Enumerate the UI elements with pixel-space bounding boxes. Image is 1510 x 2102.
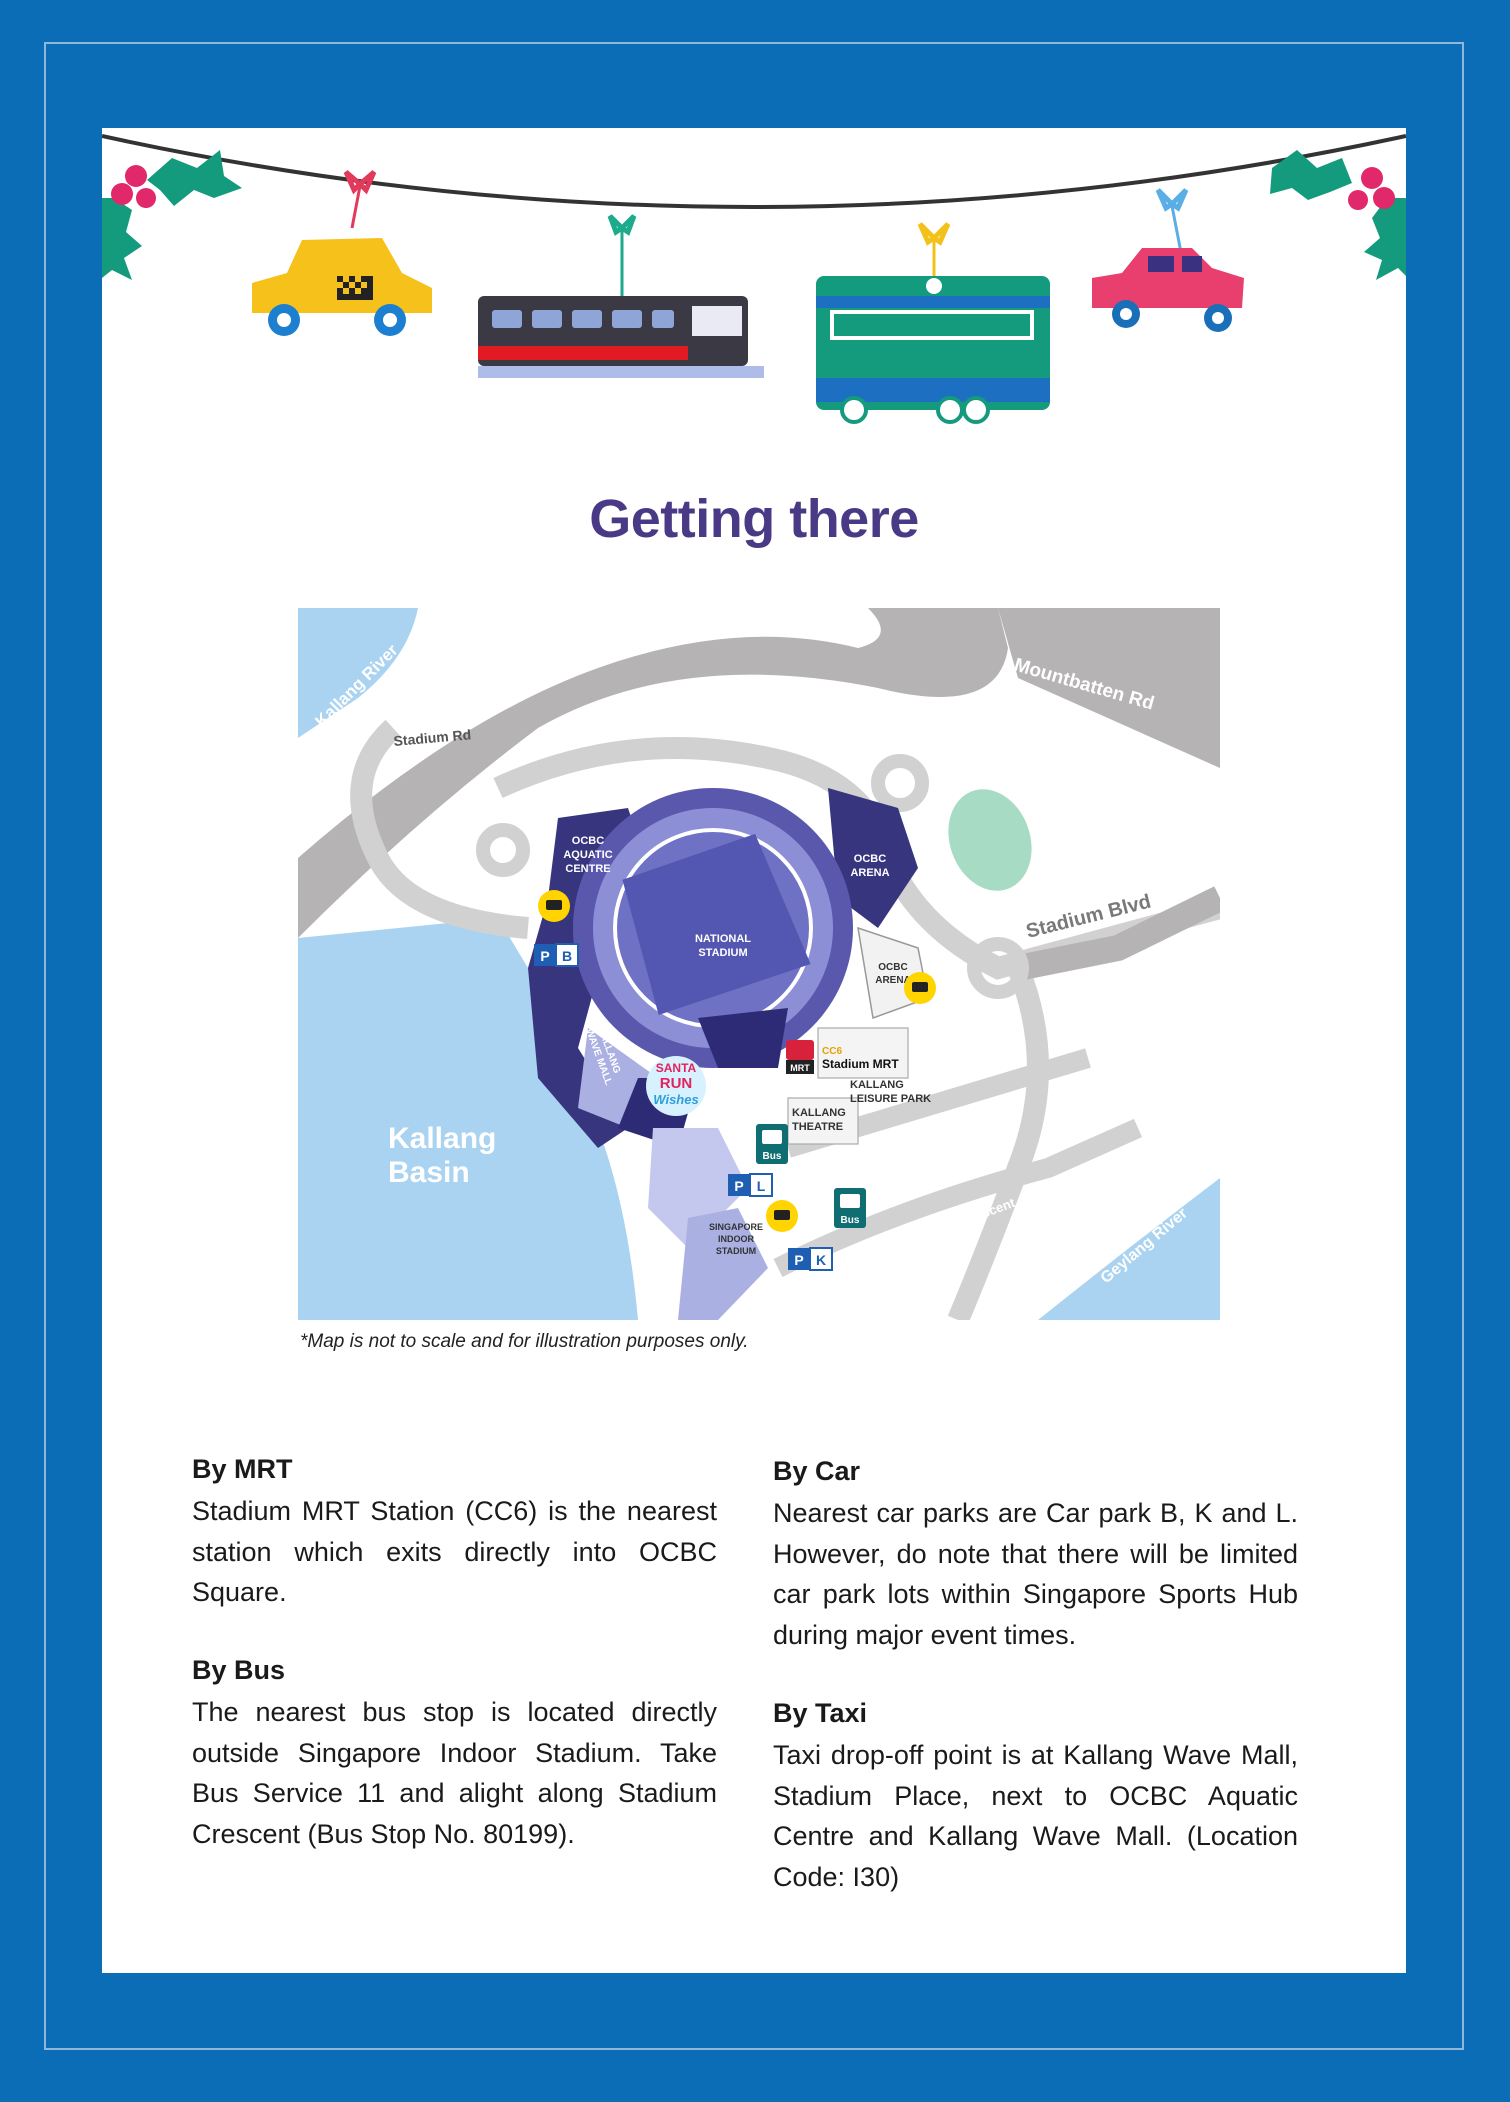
svg-text:B: B	[562, 948, 572, 964]
section-by-taxi: By Taxi Taxi drop-off point is at Kallan…	[773, 1695, 1298, 1897]
svg-text:P: P	[540, 948, 549, 964]
section-heading: By MRT	[192, 1454, 293, 1484]
bus-stop-icon: Bus	[834, 1188, 866, 1228]
section-body: Stadium MRT Station (CC6) is the nearest…	[192, 1496, 717, 1607]
section-by-car: By Car Nearest car parks are Car park B,…	[773, 1453, 1298, 1655]
label-indoor-3: STADIUM	[716, 1246, 756, 1256]
outer-frame-line	[44, 42, 1464, 2050]
label-run: RUN	[660, 1075, 693, 1092]
santa-run-badge: SANTA RUN Wishes	[646, 1056, 706, 1116]
venue-map: Kallang River Stadium Rd Nicoll Highway …	[298, 608, 1220, 1320]
section-heading: By Taxi	[773, 1698, 868, 1728]
label-leisure-1: KALLANG	[850, 1079, 904, 1091]
label-aquatic-2: AQUATIC	[563, 849, 612, 861]
holly-left-icon	[102, 150, 242, 280]
train-ornament-icon	[478, 214, 764, 378]
page-title: Getting there	[589, 489, 919, 549]
label-basin: Basin	[388, 1156, 470, 1189]
holly-right-icon	[1270, 150, 1406, 280]
content-card: Getting there	[102, 128, 1406, 1973]
label-theatre-2: THEATRE	[792, 1121, 843, 1133]
label-arena-1: OCBC	[854, 853, 886, 865]
svg-text:P: P	[794, 1252, 803, 1268]
svg-text:P: P	[734, 1178, 743, 1194]
bus-stop-icon: Bus	[756, 1124, 788, 1164]
mrt-icon	[786, 1040, 814, 1060]
section-by-mrt: By MRT Stadium MRT Station (CC6) is the …	[192, 1451, 717, 1613]
section-by-bus: By Bus The nearest bus stop is located d…	[192, 1652, 717, 1854]
label-leisure-2: LEISURE PARK	[850, 1093, 931, 1105]
label-wishes: Wishes	[653, 1092, 698, 1107]
taxi-ornament-icon	[252, 170, 432, 336]
taxi-stand-icon	[538, 890, 570, 922]
section-body: The nearest bus stop is located directly…	[192, 1697, 717, 1849]
kallang-river-water	[298, 608, 418, 738]
map-disclaimer: *Map is not to scale and for illustratio…	[300, 1331, 749, 1352]
taxi-stand-icon	[766, 1200, 798, 1232]
section-heading: By Bus	[192, 1655, 286, 1685]
mountbatten-road	[998, 608, 1220, 768]
label-indoor-1: SINGAPORE	[709, 1222, 763, 1232]
svg-text:Bus: Bus	[841, 1215, 860, 1226]
label-stadium-mrt: Stadium MRT	[822, 1057, 899, 1071]
label-cc6: CC6	[822, 1046, 842, 1057]
label-nicoll: Nicoll	[707, 706, 763, 731]
label-national-1: NATIONAL	[695, 933, 751, 945]
label-arena-small-2: ARENA	[875, 975, 911, 986]
label-indoor-2: INDOOR	[718, 1234, 755, 1244]
svg-text:L: L	[757, 1178, 766, 1194]
label-santa: SANTA	[656, 1061, 697, 1075]
label-theatre-1: KALLANG	[792, 1107, 846, 1119]
carpark-l-icon: P L	[728, 1173, 773, 1197]
label-mrt: MRT	[790, 1063, 810, 1073]
label-aquatic-3: CENTRE	[565, 863, 610, 875]
carpark-k-icon: P K	[788, 1247, 833, 1271]
indoor-stadium-building	[648, 1128, 748, 1248]
label-arena-small-1: OCBC	[878, 962, 907, 973]
taxi-stand-icon	[904, 972, 936, 1004]
green-field	[948, 789, 1032, 891]
car-ornament-icon	[1092, 188, 1244, 332]
ocbc-arena-building	[828, 788, 918, 928]
label-stadium-drive-top: Stadium Drive	[638, 775, 719, 789]
carpark-b-icon: P B	[534, 943, 579, 967]
garland-illustration	[102, 134, 1406, 424]
label-kallang: Kallang	[388, 1122, 496, 1155]
label-arena-2: ARENA	[850, 867, 889, 879]
svg-text:Bus: Bus	[763, 1151, 782, 1162]
svg-text:K: K	[816, 1252, 826, 1268]
section-heading: By Car	[773, 1456, 861, 1486]
label-national-2: STADIUM	[698, 947, 747, 959]
section-body: Nearest car parks are Car park B, K and …	[773, 1498, 1298, 1650]
bus-ornament-icon	[816, 222, 1050, 424]
label-stadium-rd: Stadium Rd	[393, 726, 472, 749]
nicoll-highway-road	[298, 608, 1008, 938]
section-body: Taxi drop-off point is at Kallang Wave M…	[773, 1740, 1298, 1892]
geylang-river-water	[1038, 1178, 1220, 1320]
label-aquatic-1: OCBC	[572, 835, 604, 847]
